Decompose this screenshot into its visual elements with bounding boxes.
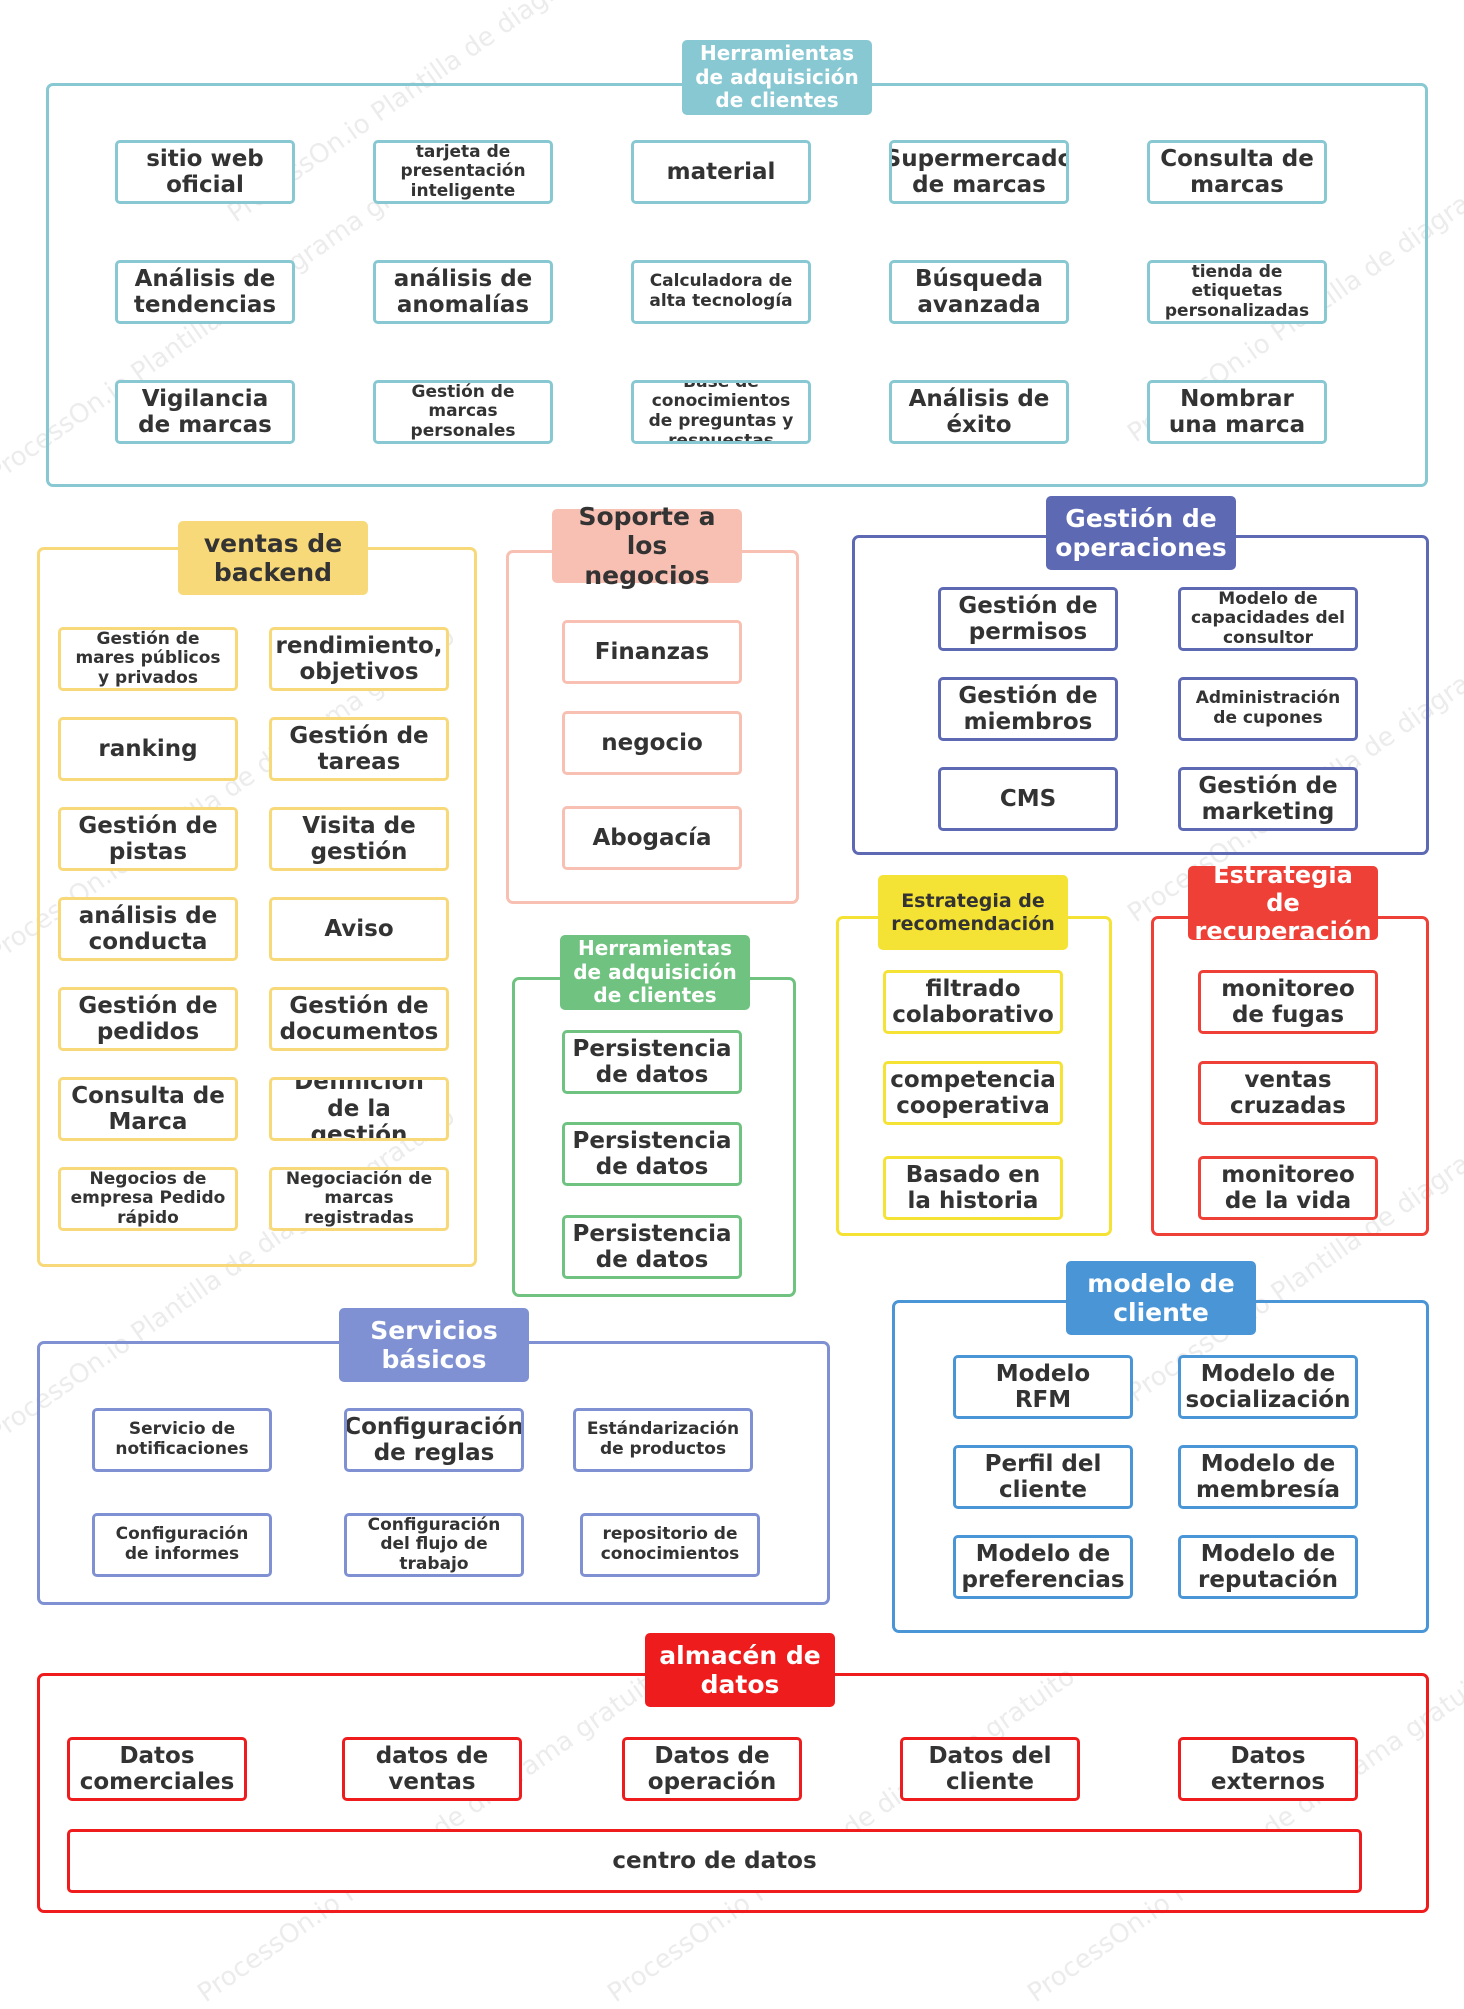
- node-persistencia-datos-1[interactable]: Persistencia de datos: [562, 1030, 742, 1094]
- node-perfil-cliente[interactable]: Perfil del cliente: [953, 1445, 1133, 1509]
- group-title-backend-sales: ventas de backend: [178, 521, 368, 595]
- node-repositorio-conocimientos[interactable]: repositorio de conocimientos: [580, 1513, 760, 1577]
- node-monitoreo-fugas[interactable]: monitoreo de fugas: [1198, 970, 1378, 1034]
- node-analisis-exito[interactable]: Análisis de éxito: [889, 380, 1069, 444]
- node-consulta-marca[interactable]: Consulta de Marca: [58, 1077, 238, 1141]
- node-vigilancia-marcas[interactable]: Vigilancia de marcas: [115, 380, 295, 444]
- group-title-operations: Gestión de operaciones: [1046, 496, 1236, 570]
- node-analisis-anomalias[interactable]: análisis de anomalías: [373, 260, 553, 324]
- node-configuracion-reglas[interactable]: Configuración de reglas: [344, 1408, 524, 1472]
- node-centro-datos[interactable]: centro de datos: [67, 1829, 1362, 1893]
- node-datos-ventas[interactable]: datos de ventas: [342, 1737, 522, 1801]
- node-aviso[interactable]: Aviso: [269, 897, 449, 961]
- node-calculadora[interactable]: Calculadora de alta tecnología: [631, 260, 811, 324]
- node-datos-externos[interactable]: Datos externos: [1178, 1737, 1358, 1801]
- node-modelo-reputacion[interactable]: Modelo de reputación: [1178, 1535, 1358, 1599]
- node-finanzas[interactable]: Finanzas: [562, 620, 742, 684]
- node-gestion-marcas-personales[interactable]: Gestión de marcas personales: [373, 380, 553, 444]
- node-ranking[interactable]: ranking: [58, 717, 238, 781]
- group-title-acquisition-tools-2: Herramientas de adquisición de clientes: [560, 935, 750, 1010]
- node-servicio-notificaciones[interactable]: Servicio de notificaciones: [92, 1408, 272, 1472]
- node-definicion-gestion[interactable]: Definición de la gestión: [269, 1077, 449, 1141]
- node-cms[interactable]: CMS: [938, 767, 1118, 831]
- node-gestion-marketing[interactable]: Gestión de marketing: [1178, 767, 1358, 831]
- node-tienda-etiquetas[interactable]: tienda de etiquetas personalizadas: [1147, 260, 1327, 324]
- node-modelo-rfm[interactable]: Modelo RFM: [953, 1355, 1133, 1419]
- group-title-recovery: Estrategia de recuperación: [1188, 861, 1378, 945]
- node-gestion-miembros[interactable]: Gestión de miembros: [938, 677, 1118, 741]
- node-gestion-tareas[interactable]: Gestión de tareas: [269, 717, 449, 781]
- node-modelo-socializacion[interactable]: Modelo de socialización: [1178, 1355, 1358, 1419]
- node-datos-comerciales[interactable]: Datos comerciales: [67, 1737, 247, 1801]
- node-datos-cliente[interactable]: Datos del cliente: [900, 1737, 1080, 1801]
- group-title-customer-model: modelo de cliente: [1066, 1261, 1256, 1335]
- node-gestion-pistas[interactable]: Gestión de pistas: [58, 807, 238, 871]
- node-gestion-mares[interactable]: Gestión de mares públicos y privados: [58, 627, 238, 691]
- node-datos-operacion[interactable]: Datos de operación: [622, 1737, 802, 1801]
- node-busqueda-avanzada[interactable]: Búsqueda avanzada: [889, 260, 1069, 324]
- group-title-basic-services: Servicios básicos: [339, 1308, 529, 1382]
- node-modelo-preferencias[interactable]: Modelo de preferencias: [953, 1535, 1133, 1599]
- node-supermercado-marcas[interactable]: Supermercado de marcas: [889, 140, 1069, 204]
- node-ventas-cruzadas[interactable]: ventas cruzadas: [1198, 1061, 1378, 1125]
- node-sitio-web-oficial[interactable]: sitio web oficial: [115, 140, 295, 204]
- node-analisis-conducta[interactable]: análisis de conducta: [58, 897, 238, 961]
- node-abogacia[interactable]: Abogacía: [562, 806, 742, 870]
- node-negocio[interactable]: negocio: [562, 711, 742, 775]
- node-rendimiento-objetivos[interactable]: rendimiento, objetivos: [269, 627, 449, 691]
- node-consulta-marcas[interactable]: Consulta de marcas: [1147, 140, 1327, 204]
- node-configuracion-informes[interactable]: Configuración de informes: [92, 1513, 272, 1577]
- node-monitoreo-vida[interactable]: monitoreo de la vida: [1198, 1156, 1378, 1220]
- node-material[interactable]: material: [631, 140, 811, 204]
- group-title-recommendation: Estrategia de recomendación: [878, 875, 1068, 950]
- node-basado-historia[interactable]: Basado en la historia: [883, 1156, 1063, 1220]
- node-base-conocimientos[interactable]: Base de conocimientos de preguntas y res…: [631, 380, 811, 444]
- node-negocios-empresa[interactable]: Negocios de empresa Pedido rápido: [58, 1167, 238, 1231]
- node-modelo-membresia[interactable]: Modelo de membresía: [1178, 1445, 1358, 1509]
- node-estandarizacion-productos[interactable]: Estándarización de productos: [573, 1408, 753, 1472]
- node-persistencia-datos-2[interactable]: Persistencia de datos: [562, 1122, 742, 1186]
- node-visita-gestion[interactable]: Visita de gestión: [269, 807, 449, 871]
- group-title-acquisition-tools: Herramientas de adquisición de clientes: [682, 40, 872, 115]
- node-negociacion-marcas[interactable]: Negociación de marcas registradas: [269, 1167, 449, 1231]
- node-nombrar-marca[interactable]: Nombrar una marca: [1147, 380, 1327, 444]
- node-filtrado-colaborativo[interactable]: filtrado colaborativo: [883, 970, 1063, 1034]
- node-tarjeta-presentacion[interactable]: tarjeta de presentación inteligente: [373, 140, 553, 204]
- group-title-business-support: Soporte a los negocios: [552, 502, 742, 590]
- node-gestion-pedidos[interactable]: Gestión de pedidos: [58, 987, 238, 1051]
- node-analisis-tendencias[interactable]: Análisis de tendencias: [115, 260, 295, 324]
- node-configuracion-flujo[interactable]: Configuración del flujo de trabajo: [344, 1513, 524, 1577]
- node-competencia-cooperativa[interactable]: competencia cooperativa: [883, 1061, 1063, 1125]
- node-administracion-cupones[interactable]: Administración de cupones: [1178, 677, 1358, 741]
- node-modelo-capacidades[interactable]: Modelo de capacidades del consultor: [1178, 587, 1358, 651]
- node-gestion-documentos[interactable]: Gestión de documentos: [269, 987, 449, 1051]
- group-title-data-warehouse: almacén de datos: [645, 1633, 835, 1707]
- node-persistencia-datos-3[interactable]: Persistencia de datos: [562, 1215, 742, 1279]
- node-gestion-permisos[interactable]: Gestión de permisos: [938, 587, 1118, 651]
